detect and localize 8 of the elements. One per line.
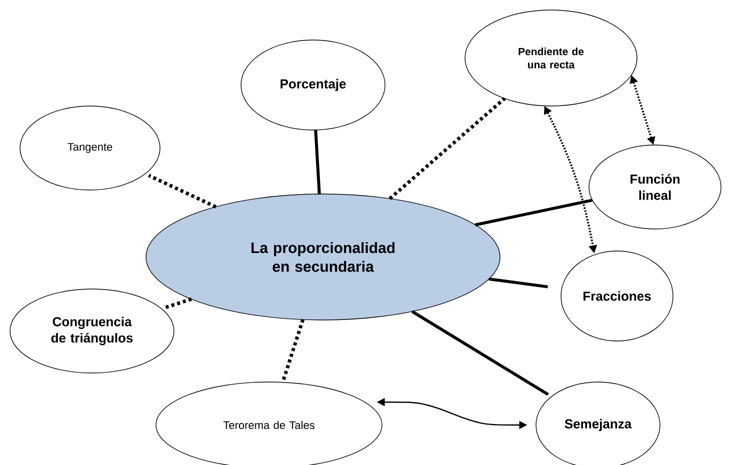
connector-line <box>411 310 549 396</box>
connector-line <box>162 297 192 310</box>
connector-line <box>488 278 548 288</box>
connector-line <box>388 97 506 200</box>
connector-line <box>148 174 217 208</box>
connector-line <box>314 130 321 194</box>
connector-line <box>281 319 305 383</box>
connector-line <box>474 198 593 226</box>
